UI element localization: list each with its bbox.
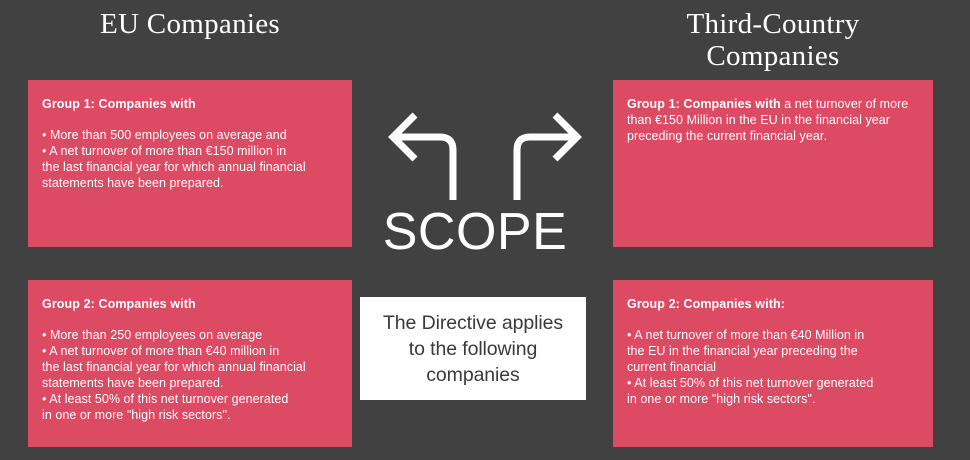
card-third-country-group-2: Group 2: Companies with: • A net turnove… [613, 280, 933, 447]
arrow-turn-right-icon [513, 112, 582, 200]
card-third-country-group-1: Group 1: Companies with a net turnover o… [613, 80, 933, 247]
card-third-country-group-2-body: • A net turnover of more than €40 Millio… [627, 328, 874, 406]
directive-panel: The Directive applies to the following c… [360, 297, 586, 400]
directive-panel-text: The Directive applies to the following c… [383, 311, 563, 386]
card-eu-group-1-body: • More than 500 employees on average and… [42, 128, 306, 190]
arrow-turn-left-icon [388, 112, 457, 200]
card-third-country-group-1-body: a net turnover of more than €150 Million… [627, 97, 909, 143]
card-third-country-group-1-heading: Group 1: Companies with [627, 97, 781, 111]
card-third-country-group-2-heading: Group 2: Companies with: [627, 297, 785, 311]
card-third-country-group-1-paragraph: Group 1: Companies with a net turnover o… [627, 96, 919, 144]
scope-arrows-group [388, 112, 582, 200]
card-eu-group-1: Group 1: Companies with • More than 500 … [28, 80, 352, 247]
column-heading-third-country-companies: Third-Country Companies [686, 8, 860, 72]
card-eu-group-2-body: • More than 250 employees on average • A… [42, 328, 306, 422]
column-heading-eu-companies: EU Companies [100, 8, 280, 40]
scope-label: SCOPE [382, 203, 568, 261]
card-eu-group-1-heading: Group 1: Companies with [42, 97, 196, 111]
card-eu-group-2-heading: Group 2: Companies with [42, 297, 196, 311]
card-eu-group-2: Group 2: Companies with • More than 250 … [28, 280, 352, 447]
